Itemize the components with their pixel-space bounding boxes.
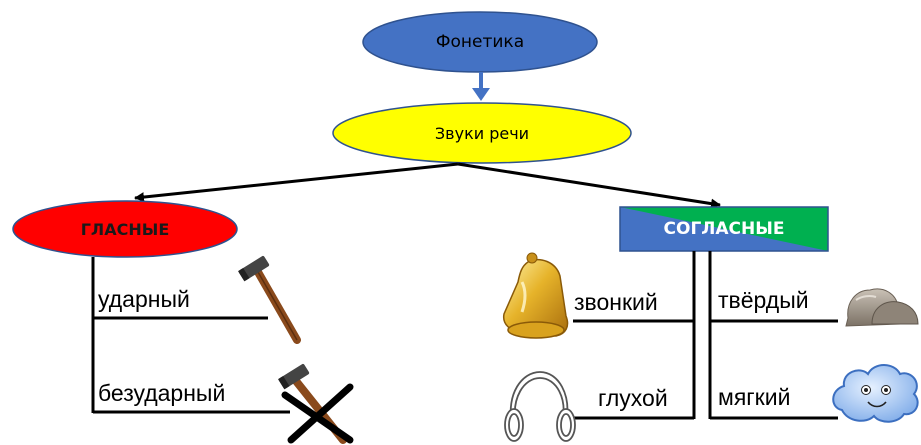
consonants-shape [620,207,828,251]
bell-icon [502,252,569,339]
hard-label: твёрдый [718,287,809,313]
voiceless-label: глухой [598,385,668,411]
arrow-to-consonants [457,162,721,209]
headphones-icon [504,371,576,442]
soft-label: мягкий [718,384,791,410]
root-arrow-head [472,88,490,101]
voiced-label: звонкий [574,289,658,315]
consonants-label: СОГЛАСНЫЕ [663,219,785,239]
stones-icon [845,288,919,327]
vowels-tree-lines [91,257,290,414]
cloud-icon [832,364,919,423]
speech-sounds-shape [332,102,632,164]
consonants-tree-lines [573,251,838,420]
hammer-icon [238,256,301,344]
crossed-hammer-icon [278,364,354,444]
root-node-label: Фонетика [435,32,525,52]
vowels-shape [12,200,238,258]
vowels-label: ГЛАСНЫЕ [80,219,170,239]
arrow-to-vowels [134,162,459,203]
speech-sounds-label: Звуки речи [434,123,530,143]
unstressed-label: безударный [98,380,226,406]
stressed-label: ударный [98,286,190,312]
